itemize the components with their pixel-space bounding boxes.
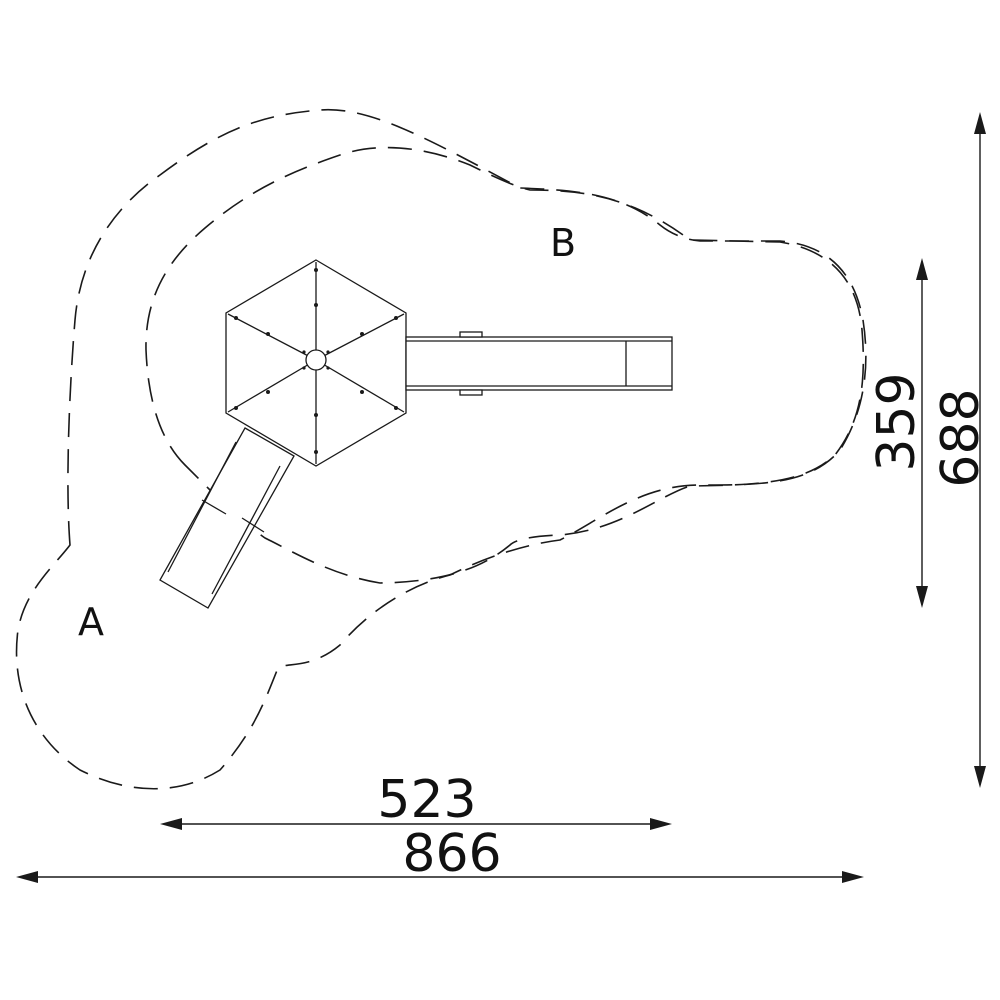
tower-roof-bolts <box>234 268 398 454</box>
slide-right <box>405 331 673 396</box>
tower-roof-ridges <box>227 262 405 464</box>
tower-roof-center <box>305 349 327 371</box>
dimension-label-outer-height: 688 <box>931 388 991 487</box>
ramp-lower-left <box>159 427 295 609</box>
dimension-line-outer-width <box>16 871 864 883</box>
dimension-line-inner-width <box>160 818 672 830</box>
zone-a-label: A <box>78 600 104 644</box>
dimension-line-outer-height <box>974 112 986 788</box>
dimension-label-inner-width: 523 <box>377 770 476 830</box>
zone-b-label: B <box>550 221 576 265</box>
safety-zone-b-outline <box>145 146 865 584</box>
dimension-line-inner-height <box>916 258 928 608</box>
dimension-label-inner-height: 359 <box>867 372 927 471</box>
safety-zone-a-outline <box>15 108 867 790</box>
dimension-label-outer-width: 866 <box>402 824 501 884</box>
